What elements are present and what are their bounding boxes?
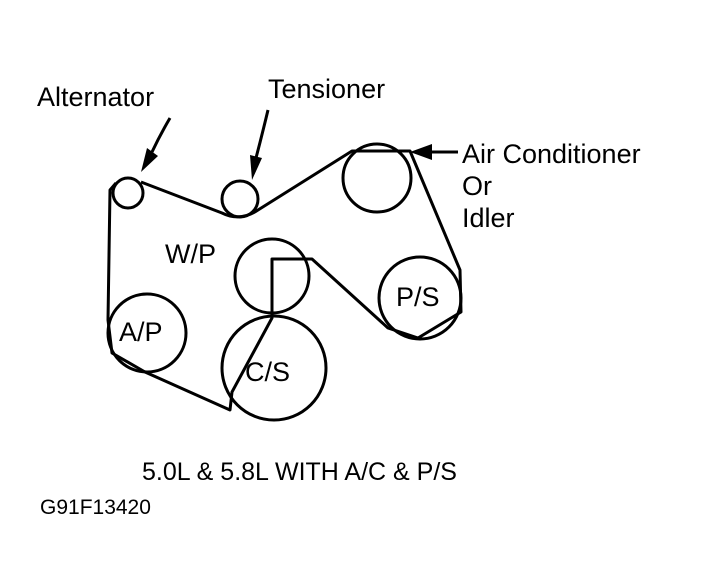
water-pump-pulley xyxy=(233,237,311,315)
alternator-label: Alternator xyxy=(37,82,154,112)
diagram-caption: 5.0L & 5.8L WITH A/C & P/S xyxy=(142,458,457,486)
air-conditioner-arrow-icon xyxy=(410,144,458,160)
idler-label: Idler xyxy=(462,203,515,233)
alternator-pulley xyxy=(111,176,145,210)
tensioner-arrow-icon xyxy=(250,109,270,180)
crankshaft-label: C/S xyxy=(245,357,290,387)
power-steering-label: P/S xyxy=(396,282,440,312)
air-pump-pulley xyxy=(106,292,188,374)
tensioner-pulley xyxy=(220,179,260,219)
air-conditioner-pulley xyxy=(341,142,413,214)
figure-id: G91F13420 xyxy=(40,496,151,519)
alternator-arrow-icon xyxy=(141,117,172,172)
air-conditioner-label: Air Conditioner xyxy=(462,139,641,169)
power-steering-pulley xyxy=(377,255,463,341)
air-conditioner-or-label: Or xyxy=(462,171,492,201)
crankshaft-pulley xyxy=(220,314,328,422)
tensioner-label: Tensioner xyxy=(268,74,385,104)
air-pump-label: A/P xyxy=(119,317,163,347)
water-pump-label: W/P xyxy=(165,239,216,269)
